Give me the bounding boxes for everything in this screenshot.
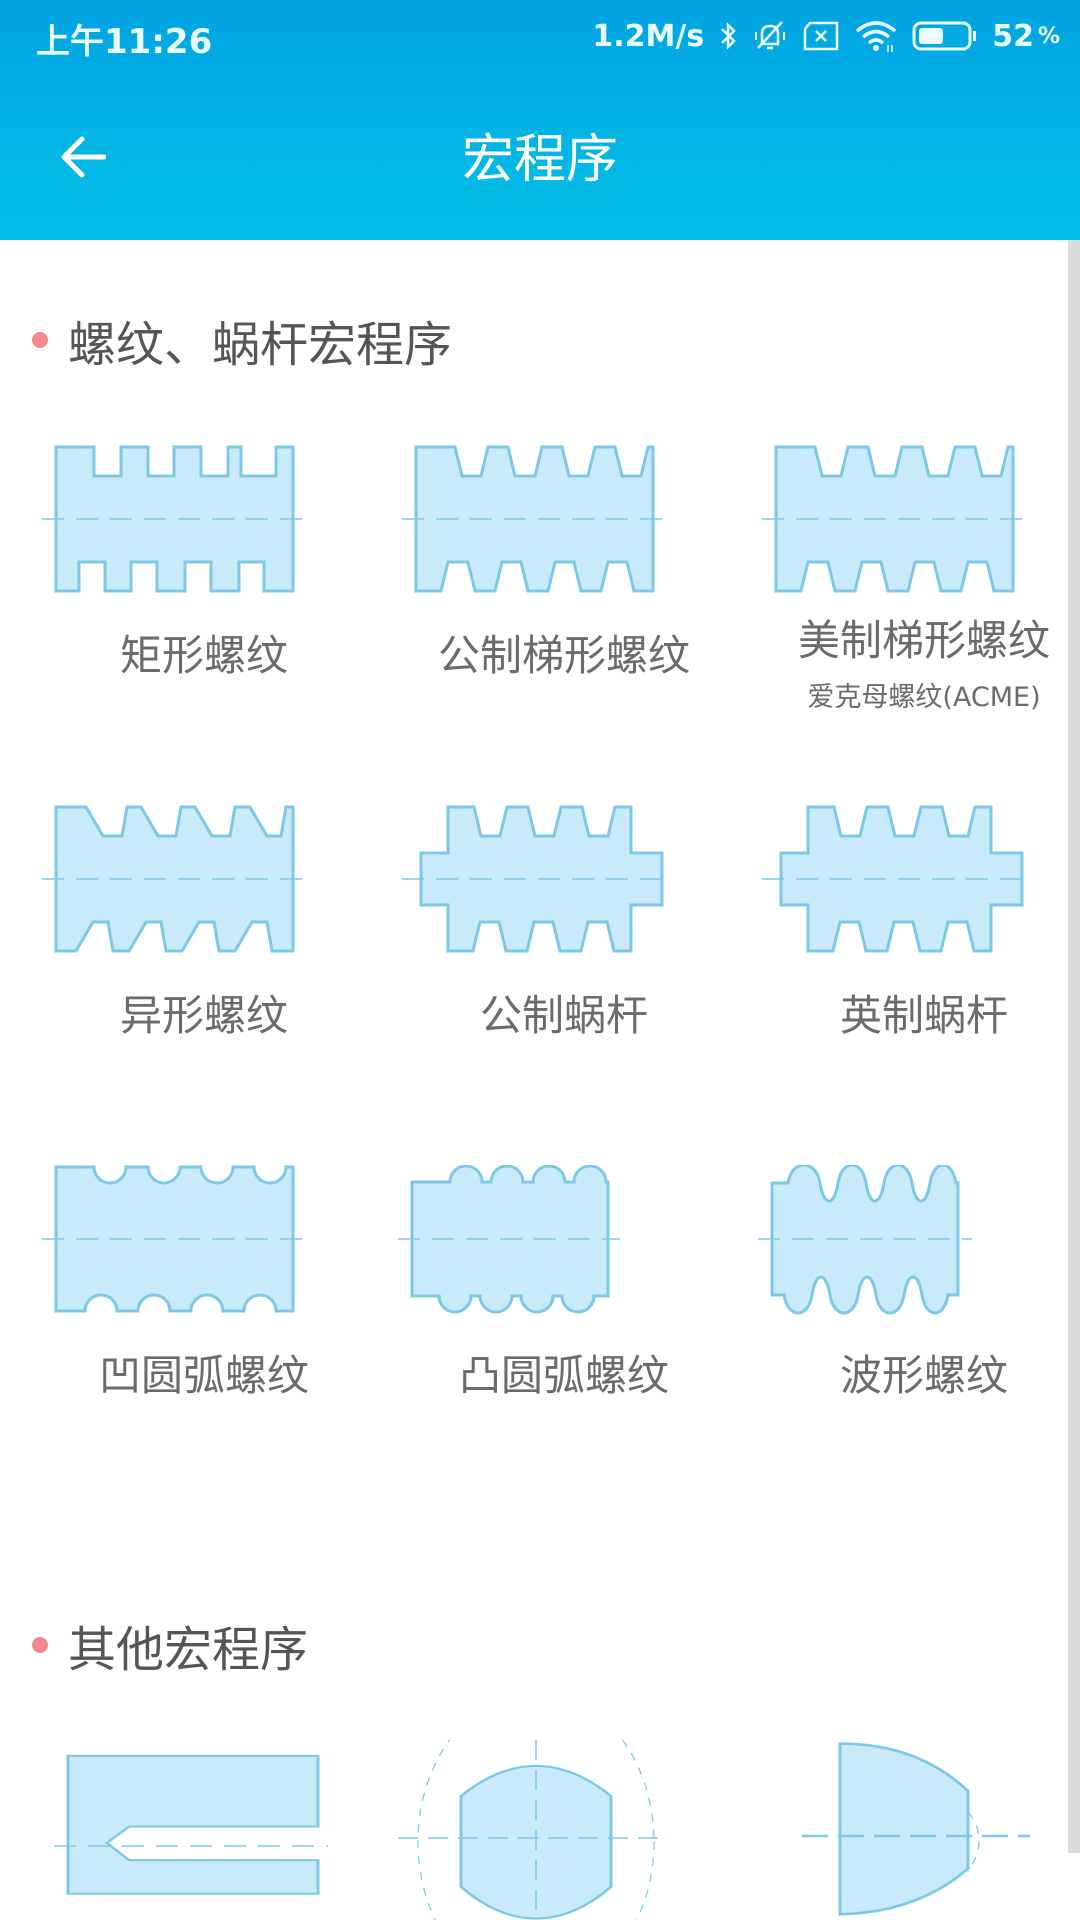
item-half-ellipse[interactable]	[744, 1740, 1080, 1920]
item-label: 美制梯形螺纹	[797, 616, 1050, 665]
item-convex-arc-thread[interactable]: 凸圆弧螺纹	[384, 1165, 744, 1485]
status-icons: 1.2M/s 52%	[592, 14, 1060, 58]
special-thread-icon	[42, 805, 308, 953]
item-imperial-worm[interactable]: 英制蜗杆	[744, 805, 1080, 1125]
bluetooth-icon	[721, 21, 736, 51]
status-bar: 上午11:26 1.2M/s 52%	[0, 0, 1080, 72]
item-concave-arc-thread[interactable]: 凹圆弧螺纹	[24, 1165, 384, 1485]
slot-part-icon	[54, 1754, 328, 1895]
item-wave-thread[interactable]: 波形螺纹	[744, 1165, 1080, 1485]
half-ellipse-icon	[802, 1742, 1030, 1916]
acme-thread-icon	[762, 445, 1028, 593]
item-acme-thread[interactable]: 美制梯形螺纹 爱克母螺纹(ACME)	[744, 445, 1080, 765]
item-label: 公制蜗杆	[479, 991, 648, 1040]
status-time: 上午11:26	[36, 22, 213, 62]
item-label: 公制梯形螺纹	[437, 631, 690, 680]
item-ellipse-truncated[interactable]	[384, 1740, 744, 1920]
section-title-text: 其他宏程序	[68, 1622, 309, 1678]
section-dot	[32, 332, 48, 348]
rectangular-thread-icon	[42, 445, 308, 593]
app-header: 上午11:26 1.2M/s 52% 宏程序	[0, 0, 1080, 240]
scrollbar[interactable]	[1068, 240, 1080, 1853]
item-label: 异形螺纹	[119, 991, 288, 1040]
wave-thread-icon	[758, 1165, 972, 1315]
item-slot-part[interactable]	[24, 1740, 384, 1920]
item-label: 凸圆弧螺纹	[458, 1351, 669, 1400]
back-button[interactable]	[52, 127, 112, 187]
net-speed: 1.2M/s	[592, 18, 705, 54]
battery-unit: %	[1037, 23, 1060, 49]
metric-trapezoidal-thread-icon	[402, 445, 668, 593]
item-metric-worm[interactable]: 公制蜗杆	[384, 805, 744, 1125]
section-title-thread-worm: 螺纹、蜗杆宏程序	[32, 305, 452, 375]
section-dot	[32, 1637, 48, 1653]
item-label: 凹圆弧螺纹	[98, 1351, 309, 1400]
item-label: 英制蜗杆	[839, 991, 1008, 1040]
section-title-other: 其他宏程序	[32, 1610, 308, 1680]
mute-bell-icon	[755, 21, 786, 50]
imperial-worm-icon	[762, 805, 1028, 953]
item-metric-trapezoidal-thread[interactable]: 公制梯形螺纹	[384, 445, 744, 765]
item-special-thread[interactable]: 异形螺纹	[24, 805, 384, 1125]
item-sublabel: 爱克母螺纹(ACME)	[807, 682, 1041, 713]
item-label: 波形螺纹	[839, 1351, 1008, 1400]
wifi-icon	[856, 21, 897, 52]
metric-worm-icon	[402, 805, 668, 953]
item-label: 矩形螺纹	[119, 631, 288, 680]
no-sim-icon	[803, 21, 839, 51]
arrow-left-icon	[61, 136, 106, 178]
battery-percent: 52	[992, 18, 1034, 54]
item-rectangular-thread[interactable]: 矩形螺纹	[24, 445, 384, 765]
section-title-text: 螺纹、蜗杆宏程序	[68, 317, 453, 373]
ellipse-truncated-icon	[398, 1740, 668, 1920]
concave-arc-thread-icon	[42, 1165, 308, 1313]
battery-icon	[912, 21, 977, 51]
convex-arc-thread-icon	[398, 1165, 620, 1314]
page-title: 宏程序	[461, 130, 618, 190]
